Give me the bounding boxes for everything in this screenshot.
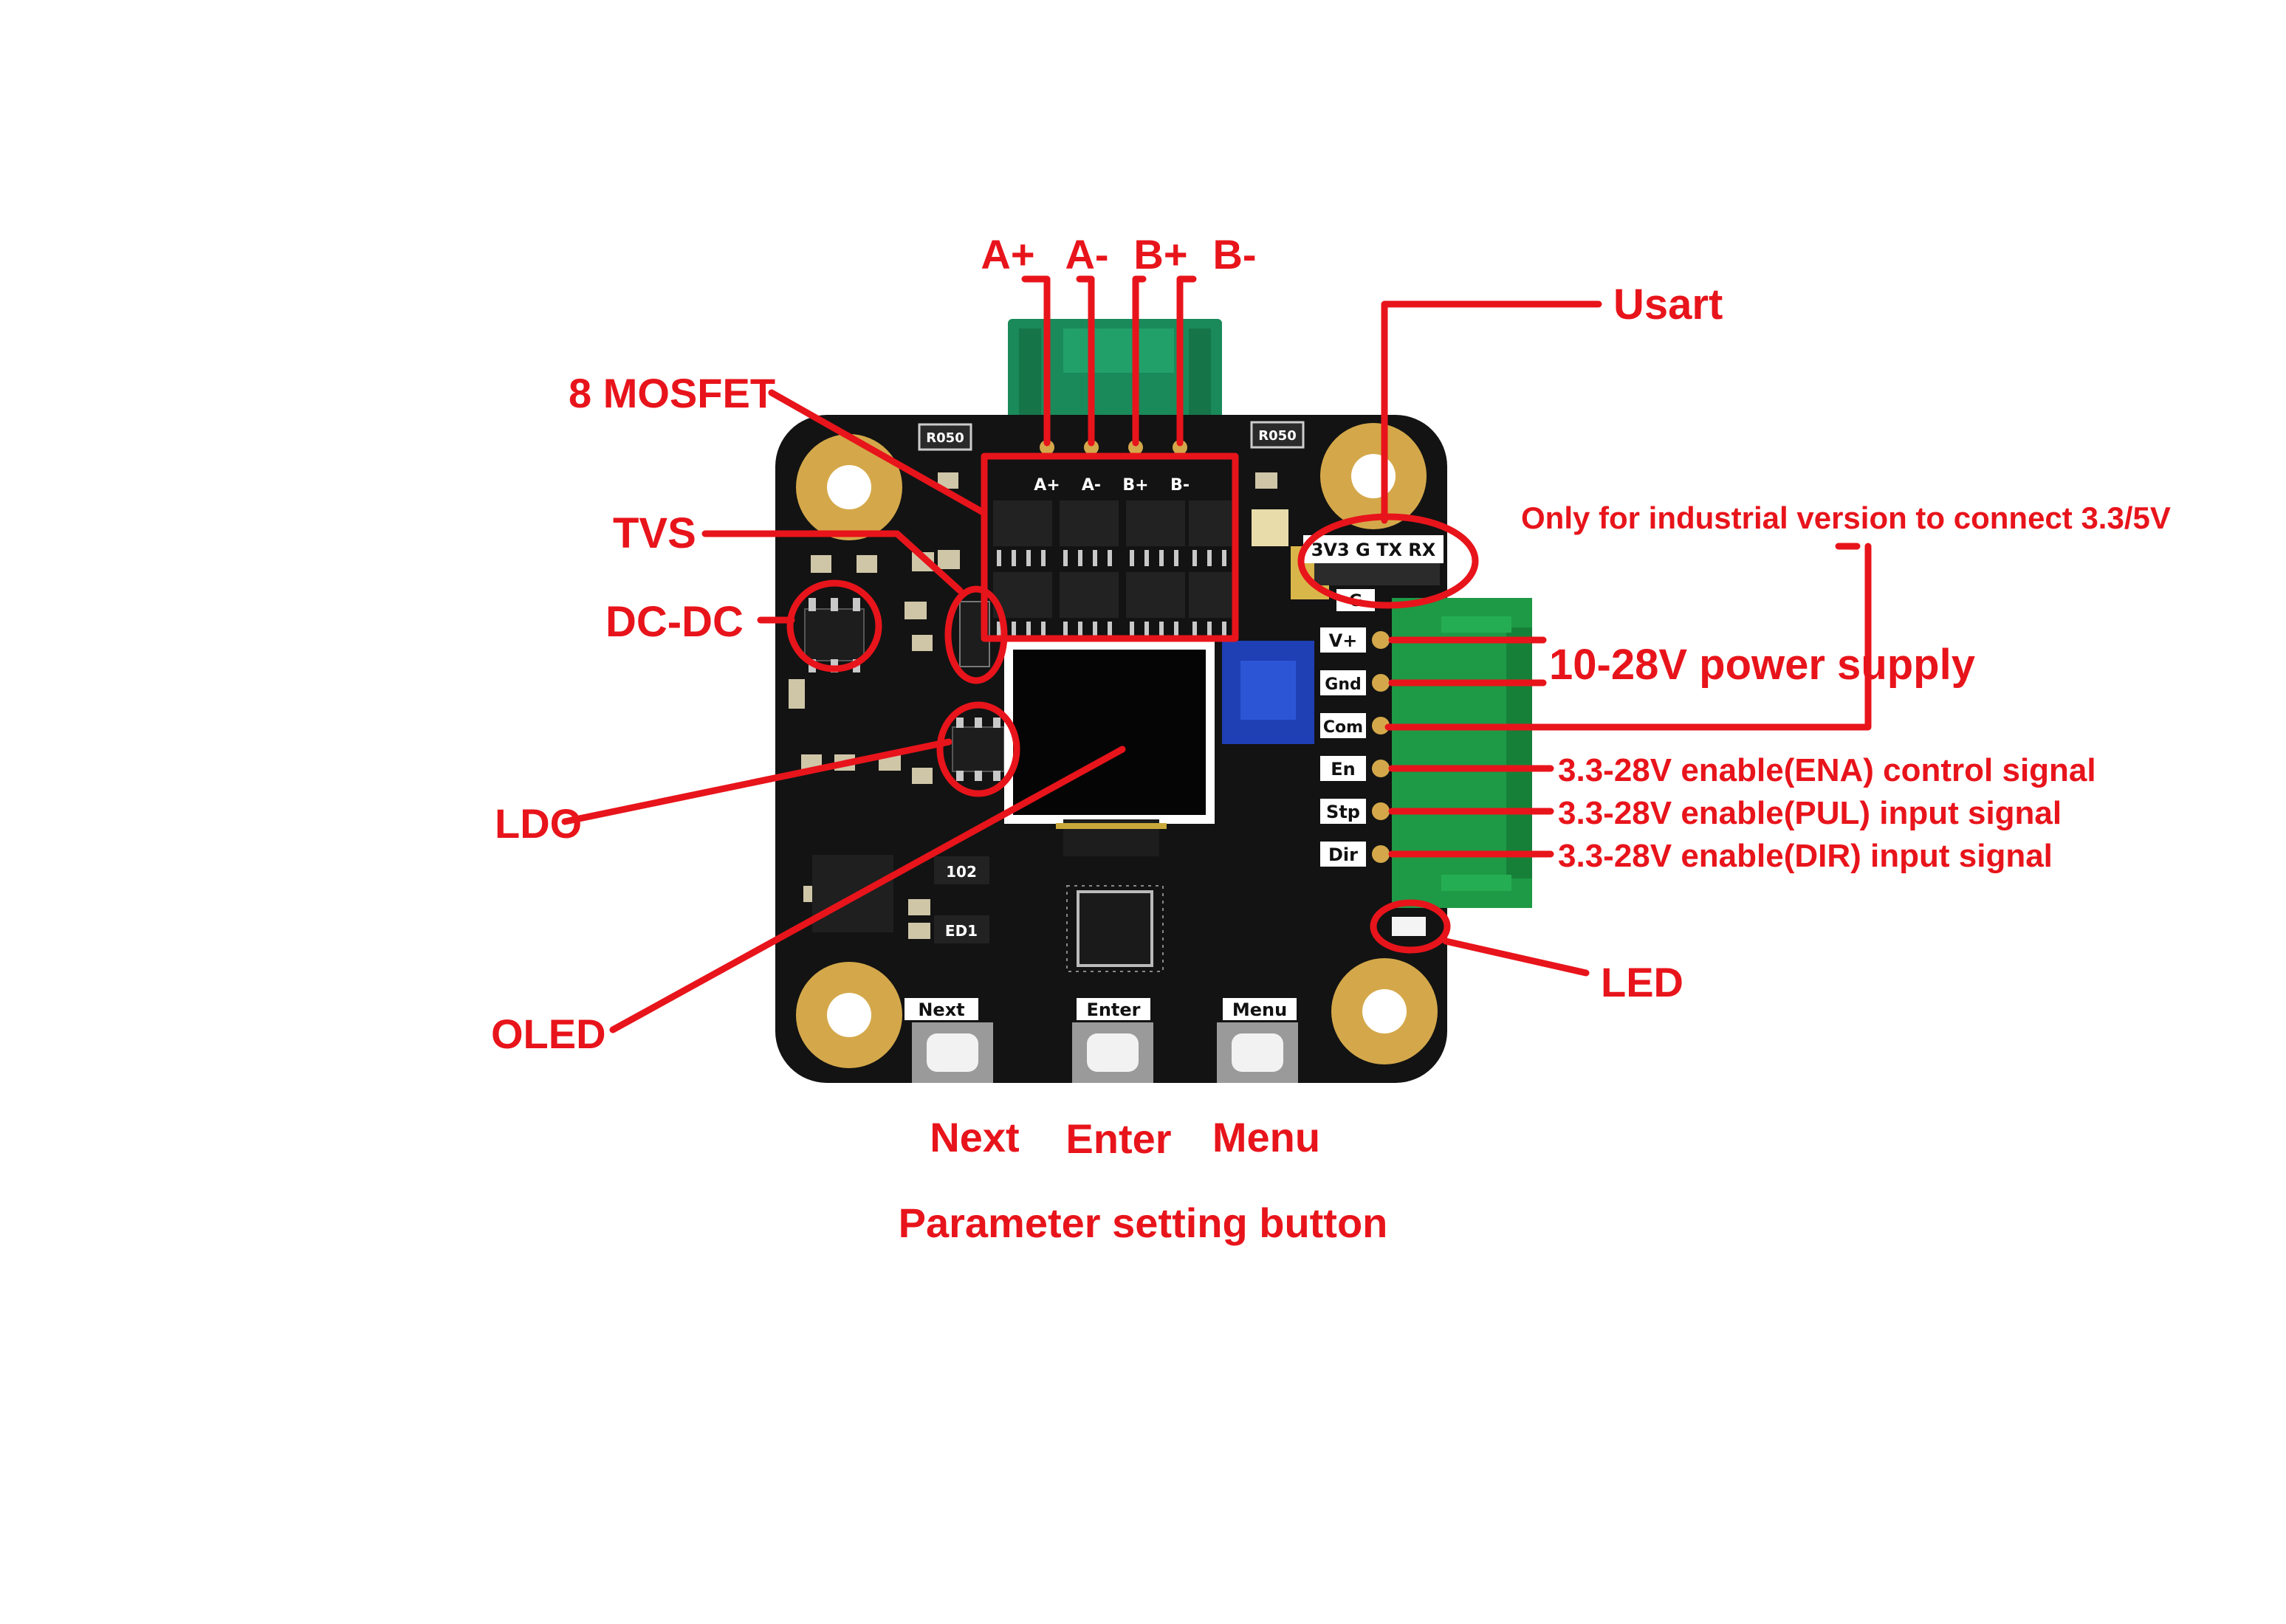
potentiometer <box>1222 641 1314 744</box>
label-oled: OLED <box>491 1011 606 1057</box>
silk-stp: Stp <box>1326 802 1360 822</box>
label-tvs: TVS <box>613 509 696 557</box>
silk-next: Next <box>918 999 964 1020</box>
silk-com: Com <box>1323 718 1363 737</box>
label-dir: 3.3-28V enable(DIR) input signal <box>1558 838 2053 874</box>
ldo-chip <box>952 718 1005 781</box>
motor-pin-silk: A+ A- B+ B- <box>1034 440 1190 495</box>
chip-102-label: 102 <box>946 863 977 881</box>
label-b-plus: B+ <box>1133 231 1187 278</box>
silk-dir: Dir <box>1328 844 1358 865</box>
silk-a-minus: A- <box>1082 476 1101 495</box>
label-industrial: Only for industrial version to connect 3… <box>1521 500 2171 535</box>
silk-a-plus: A+ <box>1034 476 1060 495</box>
mcu-chip <box>1066 885 1164 972</box>
silk-enter: Enter <box>1086 999 1140 1020</box>
label-pul: 3.3-28V enable(PUL) input signal <box>1558 795 2062 831</box>
pcb-board: R050 R050 A+ A- B+ B- <box>775 319 1532 1083</box>
label-8-mosfet: 8 MOSFET <box>569 370 775 416</box>
mounting-holes <box>796 423 1438 1068</box>
label-a-plus: A+ <box>981 231 1034 278</box>
smd-components <box>789 472 1329 939</box>
sense-resistors: R050 R050 <box>918 421 1305 451</box>
label-led: LED <box>1601 959 1683 1005</box>
oled-display <box>1004 641 1215 856</box>
callout-labels: A+ A- B+ B- Usart 8 MOSFET TVS DC-DC LDO… <box>491 231 2171 1246</box>
resistor-label-left: R050 <box>926 430 964 446</box>
label-power-supply: 10-28V power supply <box>1549 641 1975 689</box>
label-parameter-setting: Parameter setting button <box>899 1200 1388 1246</box>
silk-menu: Menu <box>1232 999 1287 1020</box>
label-menu: Menu <box>1212 1114 1320 1160</box>
chip-ed1-label: ED1 <box>945 922 978 940</box>
status-led <box>1392 917 1426 936</box>
label-next: Next <box>930 1114 1019 1160</box>
label-enter: Enter <box>1065 1115 1171 1162</box>
label-ldo: LDO <box>495 800 582 847</box>
silk-b-minus: B- <box>1170 476 1190 495</box>
mosfet-array <box>993 500 1232 636</box>
silk-gnd: Gnd <box>1325 675 1361 694</box>
label-usart: Usart <box>1613 281 1723 328</box>
label-a-minus: A- <box>1065 231 1108 278</box>
annotation-leaders <box>561 275 1872 1033</box>
silk-v-plus: V+ <box>1329 630 1358 651</box>
resistor-label-right: R050 <box>1258 428 1296 444</box>
label-b-minus: B- <box>1212 231 1256 278</box>
silk-b-plus: B+ <box>1122 476 1148 495</box>
usart-header: 3V3 G TX RX G <box>1303 535 1444 611</box>
small-ics: 102 ED1 <box>812 855 989 943</box>
usart-header-label: 3V3 G TX RX <box>1311 540 1436 560</box>
label-ena: 3.3-28V enable(ENA) control signal <box>1558 752 2096 788</box>
tactile-buttons: Next Enter Menu <box>905 998 1298 1083</box>
silk-en: En <box>1331 759 1355 780</box>
label-dc-dc: DC-DC <box>605 598 744 646</box>
